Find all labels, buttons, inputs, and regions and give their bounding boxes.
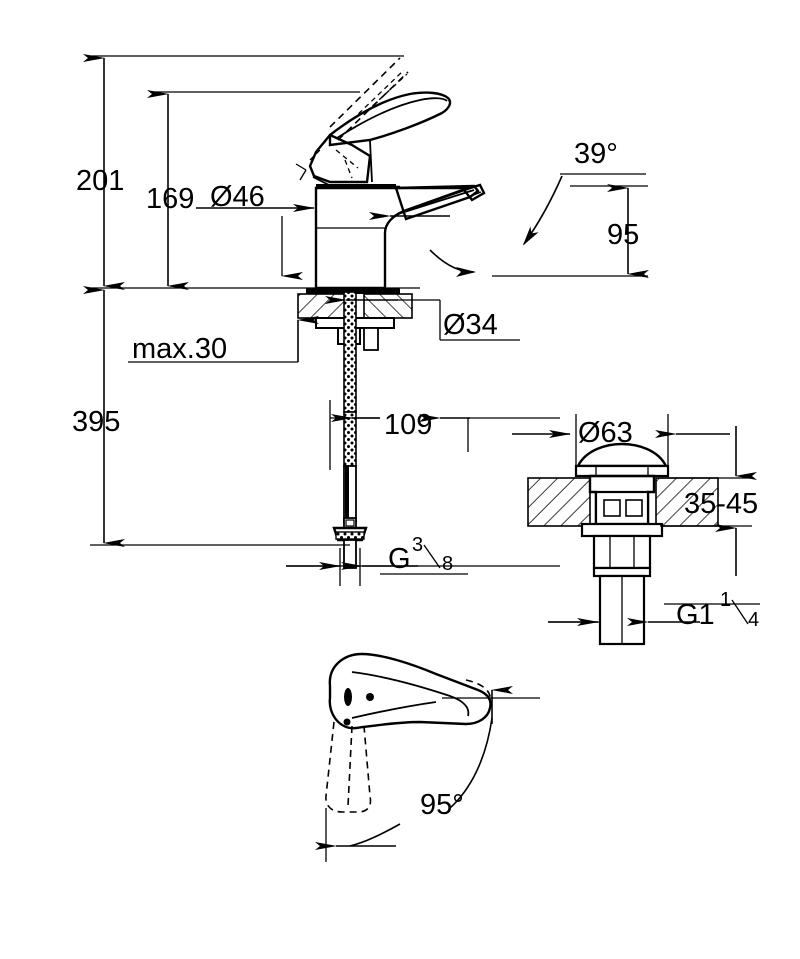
- label-g-one-and-quarter: G1 1 4: [676, 589, 759, 631]
- swivel-arc-upper: [449, 717, 493, 809]
- label-109: 109: [384, 409, 432, 441]
- label-d46: Ø46: [210, 181, 265, 213]
- label-95: 95: [607, 219, 639, 251]
- label-max-30: max.30: [132, 333, 227, 365]
- dimension-labels: 201 169 Ø46 39° 95 Ø34 max.30 395 109 G …: [72, 138, 759, 821]
- threaded-stud: [343, 291, 357, 413]
- swivel-arc-lower: [349, 823, 401, 847]
- elevation-dimensions: [83, 54, 560, 586]
- label-35-45: 35-45: [684, 488, 758, 520]
- svg-text:1: 1: [720, 589, 731, 611]
- dim-39deg-arc: [522, 175, 563, 246]
- label-395: 395: [72, 406, 120, 438]
- svg-text:G1: G1: [676, 599, 715, 631]
- flexible-supply-hose: [332, 411, 368, 569]
- svg-text:3: 3: [412, 534, 423, 556]
- waste-dimensions: [512, 414, 760, 636]
- waste-assembly-view: [527, 442, 719, 646]
- label-d63: Ø63: [578, 417, 633, 449]
- label-95-deg: 95°: [420, 789, 464, 821]
- label-169: 169: [146, 183, 194, 215]
- spout-angle-dimension-group: [492, 173, 649, 278]
- label-g-three-eighths: G 3 8: [388, 534, 453, 575]
- label-39-deg: 39°: [574, 138, 618, 170]
- handle-plan-view: [315, 652, 540, 862]
- svg-text:8: 8: [442, 553, 453, 575]
- label-201: 201: [76, 165, 124, 197]
- faucet-elevation-view: [295, 57, 486, 569]
- mixer-base-flange: [306, 288, 400, 294]
- svg-text:4: 4: [748, 609, 759, 631]
- svg-text:G: G: [388, 543, 411, 575]
- outlet-pointer: [429, 249, 476, 277]
- mixer-body-and-spout: [314, 183, 486, 290]
- lever-handle: [295, 91, 452, 187]
- label-d34: Ø34: [443, 309, 498, 341]
